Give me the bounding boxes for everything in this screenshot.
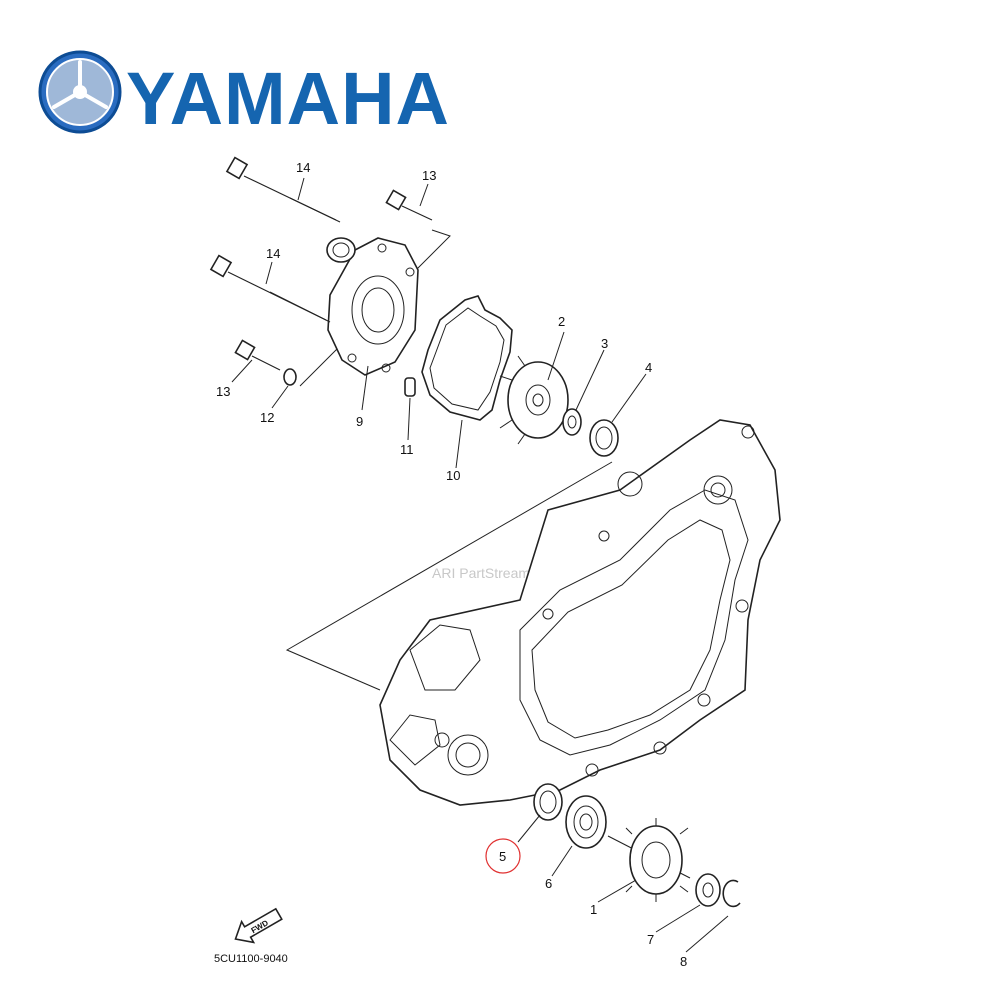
callout-5-highlight-ring (485, 838, 521, 874)
bolts (209, 156, 433, 386)
crankcase-cover (379, 419, 781, 806)
oil-seal-upper (589, 419, 619, 457)
circlip-8 (722, 879, 741, 908)
oil-seal-lower (533, 783, 563, 821)
callout-2[interactable]: 2 (558, 314, 565, 329)
impeller (499, 355, 569, 445)
bolt-13-lower (234, 339, 281, 371)
fwd-arrow-icon: FWD (234, 907, 283, 944)
dowel-pin (404, 377, 416, 397)
impeller-shaft (607, 818, 691, 902)
bearing (565, 795, 607, 849)
tuning-fork-emblem-icon (38, 50, 122, 134)
water-pump-housing (326, 237, 419, 376)
callout-leaders (231, 177, 729, 953)
bolt-14-upper (225, 156, 341, 223)
callout-9[interactable]: 9 (356, 414, 363, 429)
callout-4[interactable]: 4 (645, 360, 652, 375)
callout-5[interactable]: 5 (499, 849, 506, 864)
bolt-14-lower (209, 254, 331, 323)
washer-12 (283, 368, 297, 386)
callout-14-lower[interactable]: 14 (266, 246, 280, 261)
yamaha-logo: YAMAHA (38, 50, 450, 140)
callout-13-upper[interactable]: 13 (422, 168, 436, 183)
callout-10[interactable]: 10 (446, 468, 460, 483)
callout-13-lower[interactable]: 13 (216, 384, 230, 399)
callout-7[interactable]: 7 (647, 932, 654, 947)
bolt-13-upper (385, 189, 433, 221)
brand-wordmark: YAMAHA (126, 57, 450, 140)
callout-14-upper[interactable]: 14 (296, 160, 310, 175)
washer (562, 408, 582, 436)
callout-3[interactable]: 3 (601, 336, 608, 351)
callout-6[interactable]: 6 (545, 876, 552, 891)
diagram-code: 5CU1100-9040 (214, 953, 288, 965)
callout-11[interactable]: 11 (400, 442, 414, 457)
watermark-text: ARI PartStream™ (432, 565, 544, 581)
callout-numbers: 14 13 14 2 3 4 13 12 9 11 10 5 6 1 7 8 (216, 160, 687, 969)
gasket (421, 295, 513, 421)
callout-1[interactable]: 1 (590, 902, 597, 917)
washer-7 (695, 873, 721, 907)
callout-12[interactable]: 12 (260, 410, 274, 425)
callout-8[interactable]: 8 (680, 954, 687, 969)
